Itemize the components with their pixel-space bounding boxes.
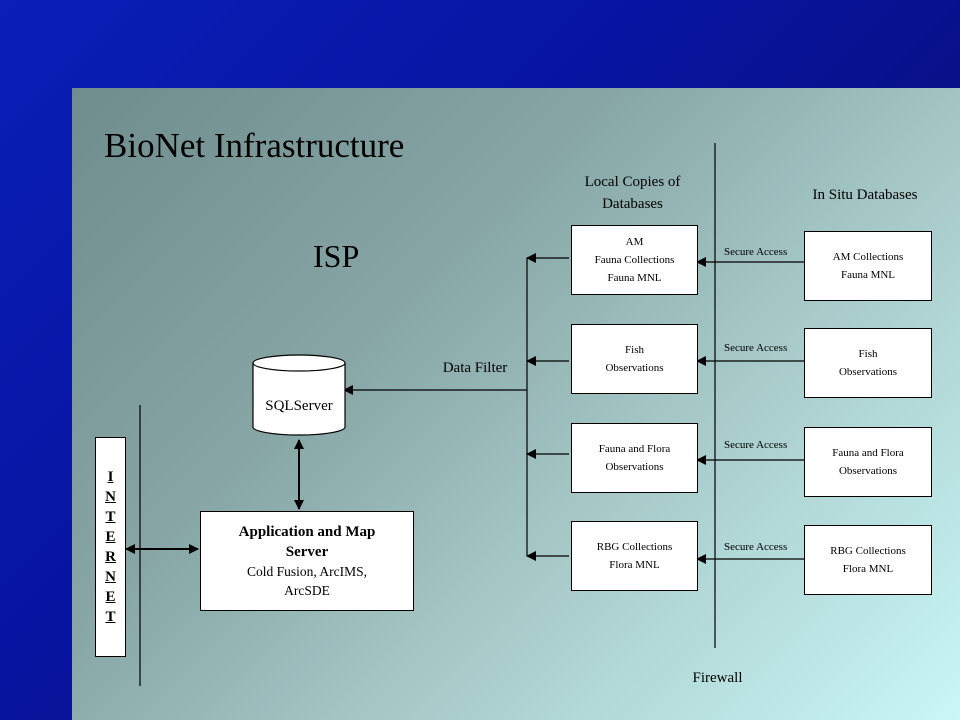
box-line: AM: [625, 236, 644, 248]
internet-letter: N: [105, 569, 116, 585]
app-server-title: Server: [285, 544, 329, 560]
box-line: AM Collections: [832, 251, 904, 263]
secure-access-label: Secure Access: [724, 439, 788, 451]
box-line: RBG Collections: [830, 545, 906, 557]
box-line: RBG Collections: [596, 541, 673, 553]
app-server-subtitle: Cold Fusion, ArcIMS,: [246, 564, 368, 579]
in-situ-label: In Situ Databases: [812, 187, 918, 203]
insitu-db-box-am: AM Collections Fauna MNL: [804, 231, 932, 301]
sqlserver-label: SQLServer: [265, 398, 333, 414]
internet-letter: I: [107, 469, 114, 485]
internet-letter: T: [105, 609, 116, 625]
local-db-box-am: AM Fauna Collections Fauna MNL: [571, 225, 698, 295]
internet-letter: T: [105, 509, 116, 525]
box-line: Fish: [858, 348, 878, 360]
internet-letter: R: [105, 549, 116, 565]
box-line: Fauna and Flora: [598, 443, 671, 455]
box-line: Observations: [838, 366, 898, 378]
app-server-subtitle: ArcSDE: [284, 583, 330, 598]
insitu-db-box-fauna-flora: Fauna and Flora Observations: [804, 427, 932, 497]
internet-letter: N: [105, 489, 116, 505]
box-line: Fauna MNL: [607, 272, 662, 284]
data-filter-label: Data Filter: [442, 360, 508, 376]
secure-access-label: Secure Access: [724, 342, 788, 354]
secure-access-label: Secure Access: [724, 246, 788, 258]
box-line: Fish: [625, 344, 644, 356]
box-line: Observations: [605, 461, 664, 473]
box-line: Flora MNL: [842, 563, 894, 575]
box-line: Flora MNL: [609, 559, 660, 571]
isp-label: ISP: [313, 238, 360, 274]
insitu-db-box-rbg: RBG Collections Flora MNL: [804, 525, 932, 595]
secure-access-label: Secure Access: [724, 541, 788, 553]
box-line: Observations: [838, 465, 898, 477]
internet-box: I N T E R N E T: [95, 437, 126, 657]
local-copies-label: Local Copies of Databases: [560, 171, 705, 215]
box-line: Fauna MNL: [840, 269, 896, 281]
firewall-label: Firewall: [692, 670, 743, 686]
box-line: Observations: [605, 362, 664, 374]
box-line: Fauna Collections: [594, 254, 675, 266]
app-server-title: Application and Map: [238, 524, 376, 540]
box-line: Fauna and Flora: [832, 447, 904, 459]
internet-letter: E: [105, 529, 116, 545]
page-title: BioNet Infrastructure: [104, 126, 405, 165]
local-db-box-rbg: RBG Collections Flora MNL: [571, 521, 698, 591]
local-copies-line-2: Databases: [602, 196, 663, 212]
sqlserver-cylinder-icon: [252, 354, 346, 436]
slide-panel: [72, 88, 960, 720]
insitu-db-box-fish: Fish Observations: [804, 328, 932, 398]
app-map-server-box: Application and Map Server Cold Fusion, …: [200, 511, 414, 611]
local-db-box-fish: Fish Observations: [571, 324, 698, 394]
internet-letter: E: [105, 589, 116, 605]
local-db-box-fauna-flora: Fauna and Flora Observations: [571, 423, 698, 493]
local-copies-line-1: Local Copies of: [584, 174, 681, 190]
